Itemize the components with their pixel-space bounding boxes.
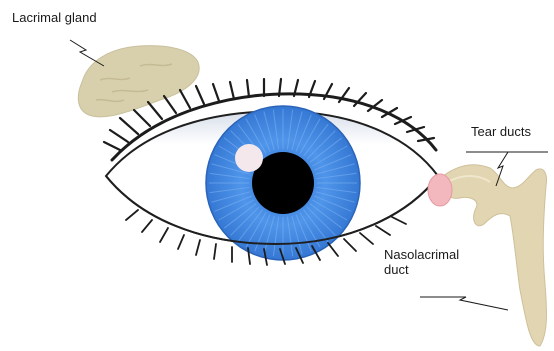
eye-highlight bbox=[235, 144, 263, 172]
label-nasolacrimal-duct: Nasolacrimal duct bbox=[384, 247, 459, 277]
leader-nasolacrimal bbox=[420, 297, 508, 310]
eye-illustration bbox=[104, 79, 452, 265]
label-nasolacrimal-line1: Nasolacrimal bbox=[384, 247, 459, 262]
label-lacrimal-gland: Lacrimal gland bbox=[12, 10, 97, 25]
label-nasolacrimal-line2: duct bbox=[384, 262, 459, 277]
lacrimal-gland-illustration bbox=[78, 46, 199, 117]
label-tear-ducts: Tear ducts bbox=[471, 124, 531, 139]
caruncle bbox=[428, 174, 452, 206]
